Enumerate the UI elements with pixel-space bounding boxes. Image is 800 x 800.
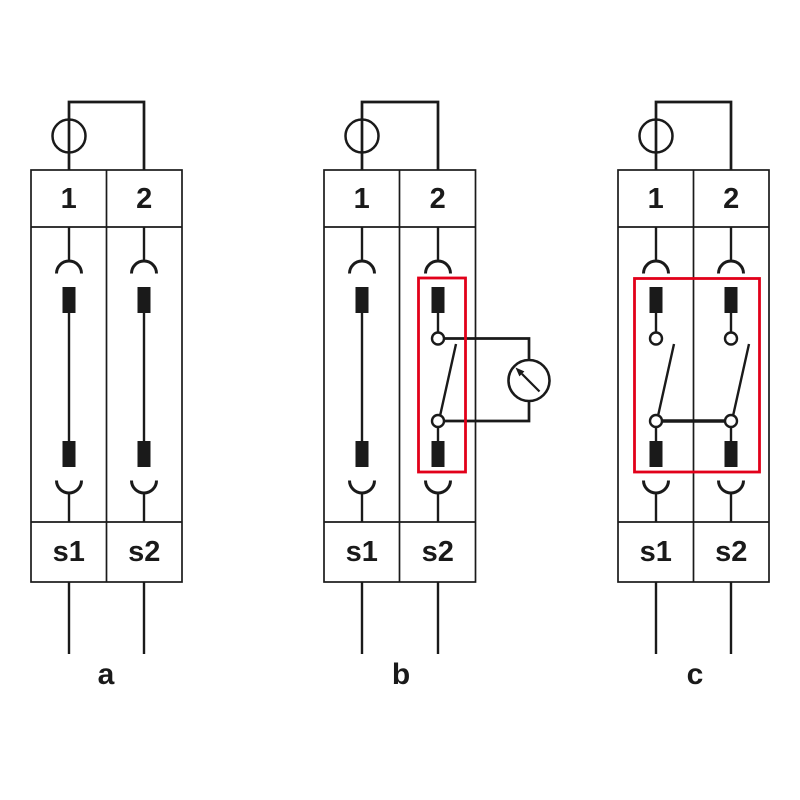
diagram-label-c: c bbox=[687, 658, 704, 691]
source-loop-wire bbox=[67, 100, 146, 170]
highlight-box bbox=[417, 276, 467, 474]
diagram-label-b: b bbox=[392, 658, 410, 691]
source-loop-wire bbox=[654, 100, 733, 170]
terminal-label: s2 bbox=[128, 536, 160, 568]
terminal-label: 2 bbox=[430, 183, 446, 215]
diagram-b: 1 2 s1 s2 b bbox=[323, 100, 551, 691]
terminal-label: s1 bbox=[346, 536, 378, 568]
diagram-c: 1 2 s1 s2 c bbox=[617, 100, 770, 691]
terminal-label: s1 bbox=[53, 536, 85, 568]
terminal-label: 2 bbox=[723, 183, 739, 215]
meter-wire-bottom bbox=[444, 400, 531, 423]
measuring-instrument-icon bbox=[444, 337, 551, 423]
terminal-label: 2 bbox=[136, 183, 152, 215]
diagram-a: 1 2 s1 s2 a bbox=[30, 100, 183, 691]
terminal-label: 1 bbox=[61, 183, 77, 215]
meter-needle bbox=[521, 373, 541, 393]
terminal-label: 1 bbox=[354, 183, 370, 215]
highlight-box bbox=[633, 277, 761, 474]
meter-wire-top bbox=[444, 337, 531, 361]
terminal-label: s2 bbox=[422, 536, 454, 568]
terminal-label: 1 bbox=[648, 183, 664, 215]
terminal-label: s2 bbox=[715, 536, 747, 568]
diagram-label-a: a bbox=[98, 658, 115, 691]
terminal-label: s1 bbox=[640, 536, 672, 568]
source-loop-wire bbox=[360, 100, 440, 170]
meter-needle-arrowhead bbox=[515, 367, 525, 377]
